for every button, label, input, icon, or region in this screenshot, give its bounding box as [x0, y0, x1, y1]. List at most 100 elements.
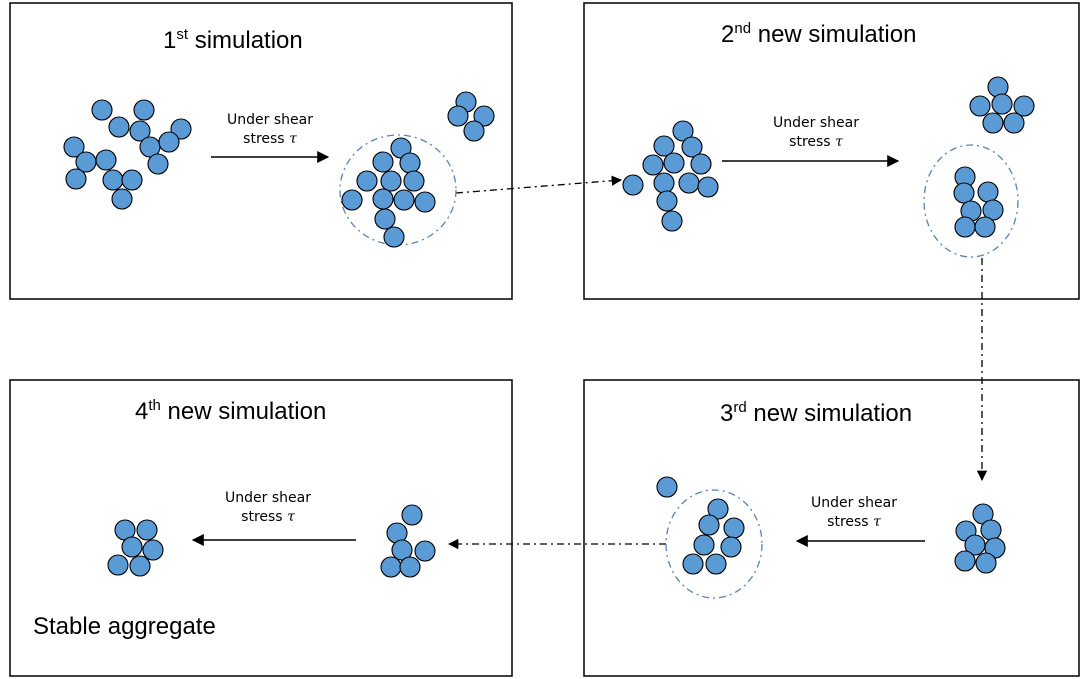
- particle: [661, 210, 683, 232]
- particle: [663, 152, 685, 174]
- shear-label-line2: stress τ: [212, 130, 328, 149]
- shear-label-line2: stress τ: [796, 513, 912, 532]
- particle: [393, 189, 415, 211]
- panel-1-frame: [9, 2, 513, 300]
- particle: [111, 188, 133, 210]
- particle: [980, 519, 1002, 541]
- panel-3-ordinal: rd: [733, 399, 747, 416]
- panel-3-title-text: new simulation: [746, 400, 913, 427]
- particle: [991, 93, 1013, 115]
- particle: [707, 498, 729, 520]
- particle: [953, 182, 975, 204]
- particle: [170, 118, 192, 140]
- panel-1-ordinal: st: [176, 26, 189, 43]
- particle: [129, 555, 151, 577]
- shear-label-1: Under shear stress τ: [212, 111, 328, 149]
- particle: [142, 539, 164, 561]
- particle: [622, 174, 644, 196]
- shear-label-3: Under shear stress τ: [796, 494, 912, 532]
- particle: [91, 99, 113, 121]
- particle: [720, 536, 742, 558]
- shear-label-2: Under shear stress τ: [758, 114, 874, 152]
- shear-label-stress: stress: [241, 509, 288, 525]
- particle: [414, 540, 436, 562]
- shear-label-stress: stress: [789, 134, 836, 150]
- particle: [356, 170, 378, 192]
- particle: [653, 172, 675, 194]
- cluster-panel-4-incoming: [380, 504, 436, 578]
- particle: [414, 191, 436, 213]
- panel-1-title: 1st simulation: [163, 27, 303, 55]
- particle: [447, 105, 469, 127]
- particle: [107, 554, 129, 576]
- transfer-arrow-1-to-2: [455, 175, 623, 194]
- particle: [341, 189, 363, 211]
- panel-4-frame: [9, 379, 513, 677]
- selection-circle-2: [923, 144, 1019, 258]
- particle: [136, 519, 158, 541]
- panel-2-number: 2: [721, 21, 735, 48]
- tau-symbol: τ: [287, 509, 295, 525]
- shear-label-line1: Under shear: [811, 495, 897, 511]
- shear-label-line1: Under shear: [225, 490, 311, 506]
- tau-symbol: τ: [873, 514, 881, 530]
- particle: [380, 170, 402, 192]
- stable-aggregate-caption: Stable aggregate: [33, 613, 216, 640]
- shear-label-stress: stress: [243, 131, 290, 147]
- cluster-panel-1-fragment: [447, 91, 495, 142]
- particle: [121, 536, 143, 558]
- cluster-panel-1-initial: [63, 99, 192, 210]
- particle: [401, 504, 423, 526]
- particles: [63, 76, 1035, 578]
- particle: [102, 169, 124, 191]
- particle: [723, 517, 745, 539]
- particle: [403, 170, 425, 192]
- particle: [642, 154, 664, 176]
- panel-3-frame: [583, 379, 1080, 677]
- particle: [974, 216, 996, 238]
- particle: [383, 226, 405, 248]
- particle: [656, 190, 678, 212]
- particle: [705, 553, 727, 575]
- particle: [982, 112, 1004, 134]
- particle: [690, 153, 712, 175]
- selection-circle-3: [665, 489, 763, 599]
- particle: [95, 149, 117, 171]
- particle: [698, 514, 720, 536]
- particle: [399, 152, 421, 174]
- cluster-panel-3-lone: [656, 476, 678, 498]
- particle: [1003, 112, 1025, 134]
- particle: [380, 556, 402, 578]
- particle: [108, 116, 130, 138]
- particle: [121, 169, 143, 191]
- particle: [129, 120, 151, 142]
- particle: [672, 120, 694, 142]
- panel-4-number: 4: [135, 398, 149, 425]
- cluster-panel-3-incoming: [954, 503, 1006, 574]
- panel-1-number: 1: [163, 27, 177, 54]
- panel-3-number: 3: [720, 400, 734, 427]
- particle: [463, 120, 485, 142]
- shear-label-4: Under shear stress τ: [210, 489, 326, 527]
- particle: [372, 151, 394, 173]
- particle: [65, 168, 87, 190]
- shear-label-line2: stress τ: [758, 133, 874, 152]
- cluster-panel-2-selected: [953, 166, 1004, 238]
- particle: [982, 199, 1004, 221]
- particle: [1013, 95, 1035, 117]
- panel-4-ordinal: th: [148, 397, 161, 414]
- shear-label-line1: Under shear: [773, 115, 859, 131]
- cluster-panel-2-initial: [622, 120, 719, 232]
- particle: [681, 136, 703, 158]
- particle: [372, 188, 394, 210]
- cluster-panel-4-stable: [107, 519, 164, 577]
- particle: [954, 216, 976, 238]
- tau-symbol: τ: [289, 131, 297, 147]
- particle: [977, 181, 999, 203]
- particle: [473, 105, 495, 127]
- particle: [399, 556, 421, 578]
- particle: [133, 99, 155, 121]
- panel-4-title: 4th new simulation: [135, 398, 326, 426]
